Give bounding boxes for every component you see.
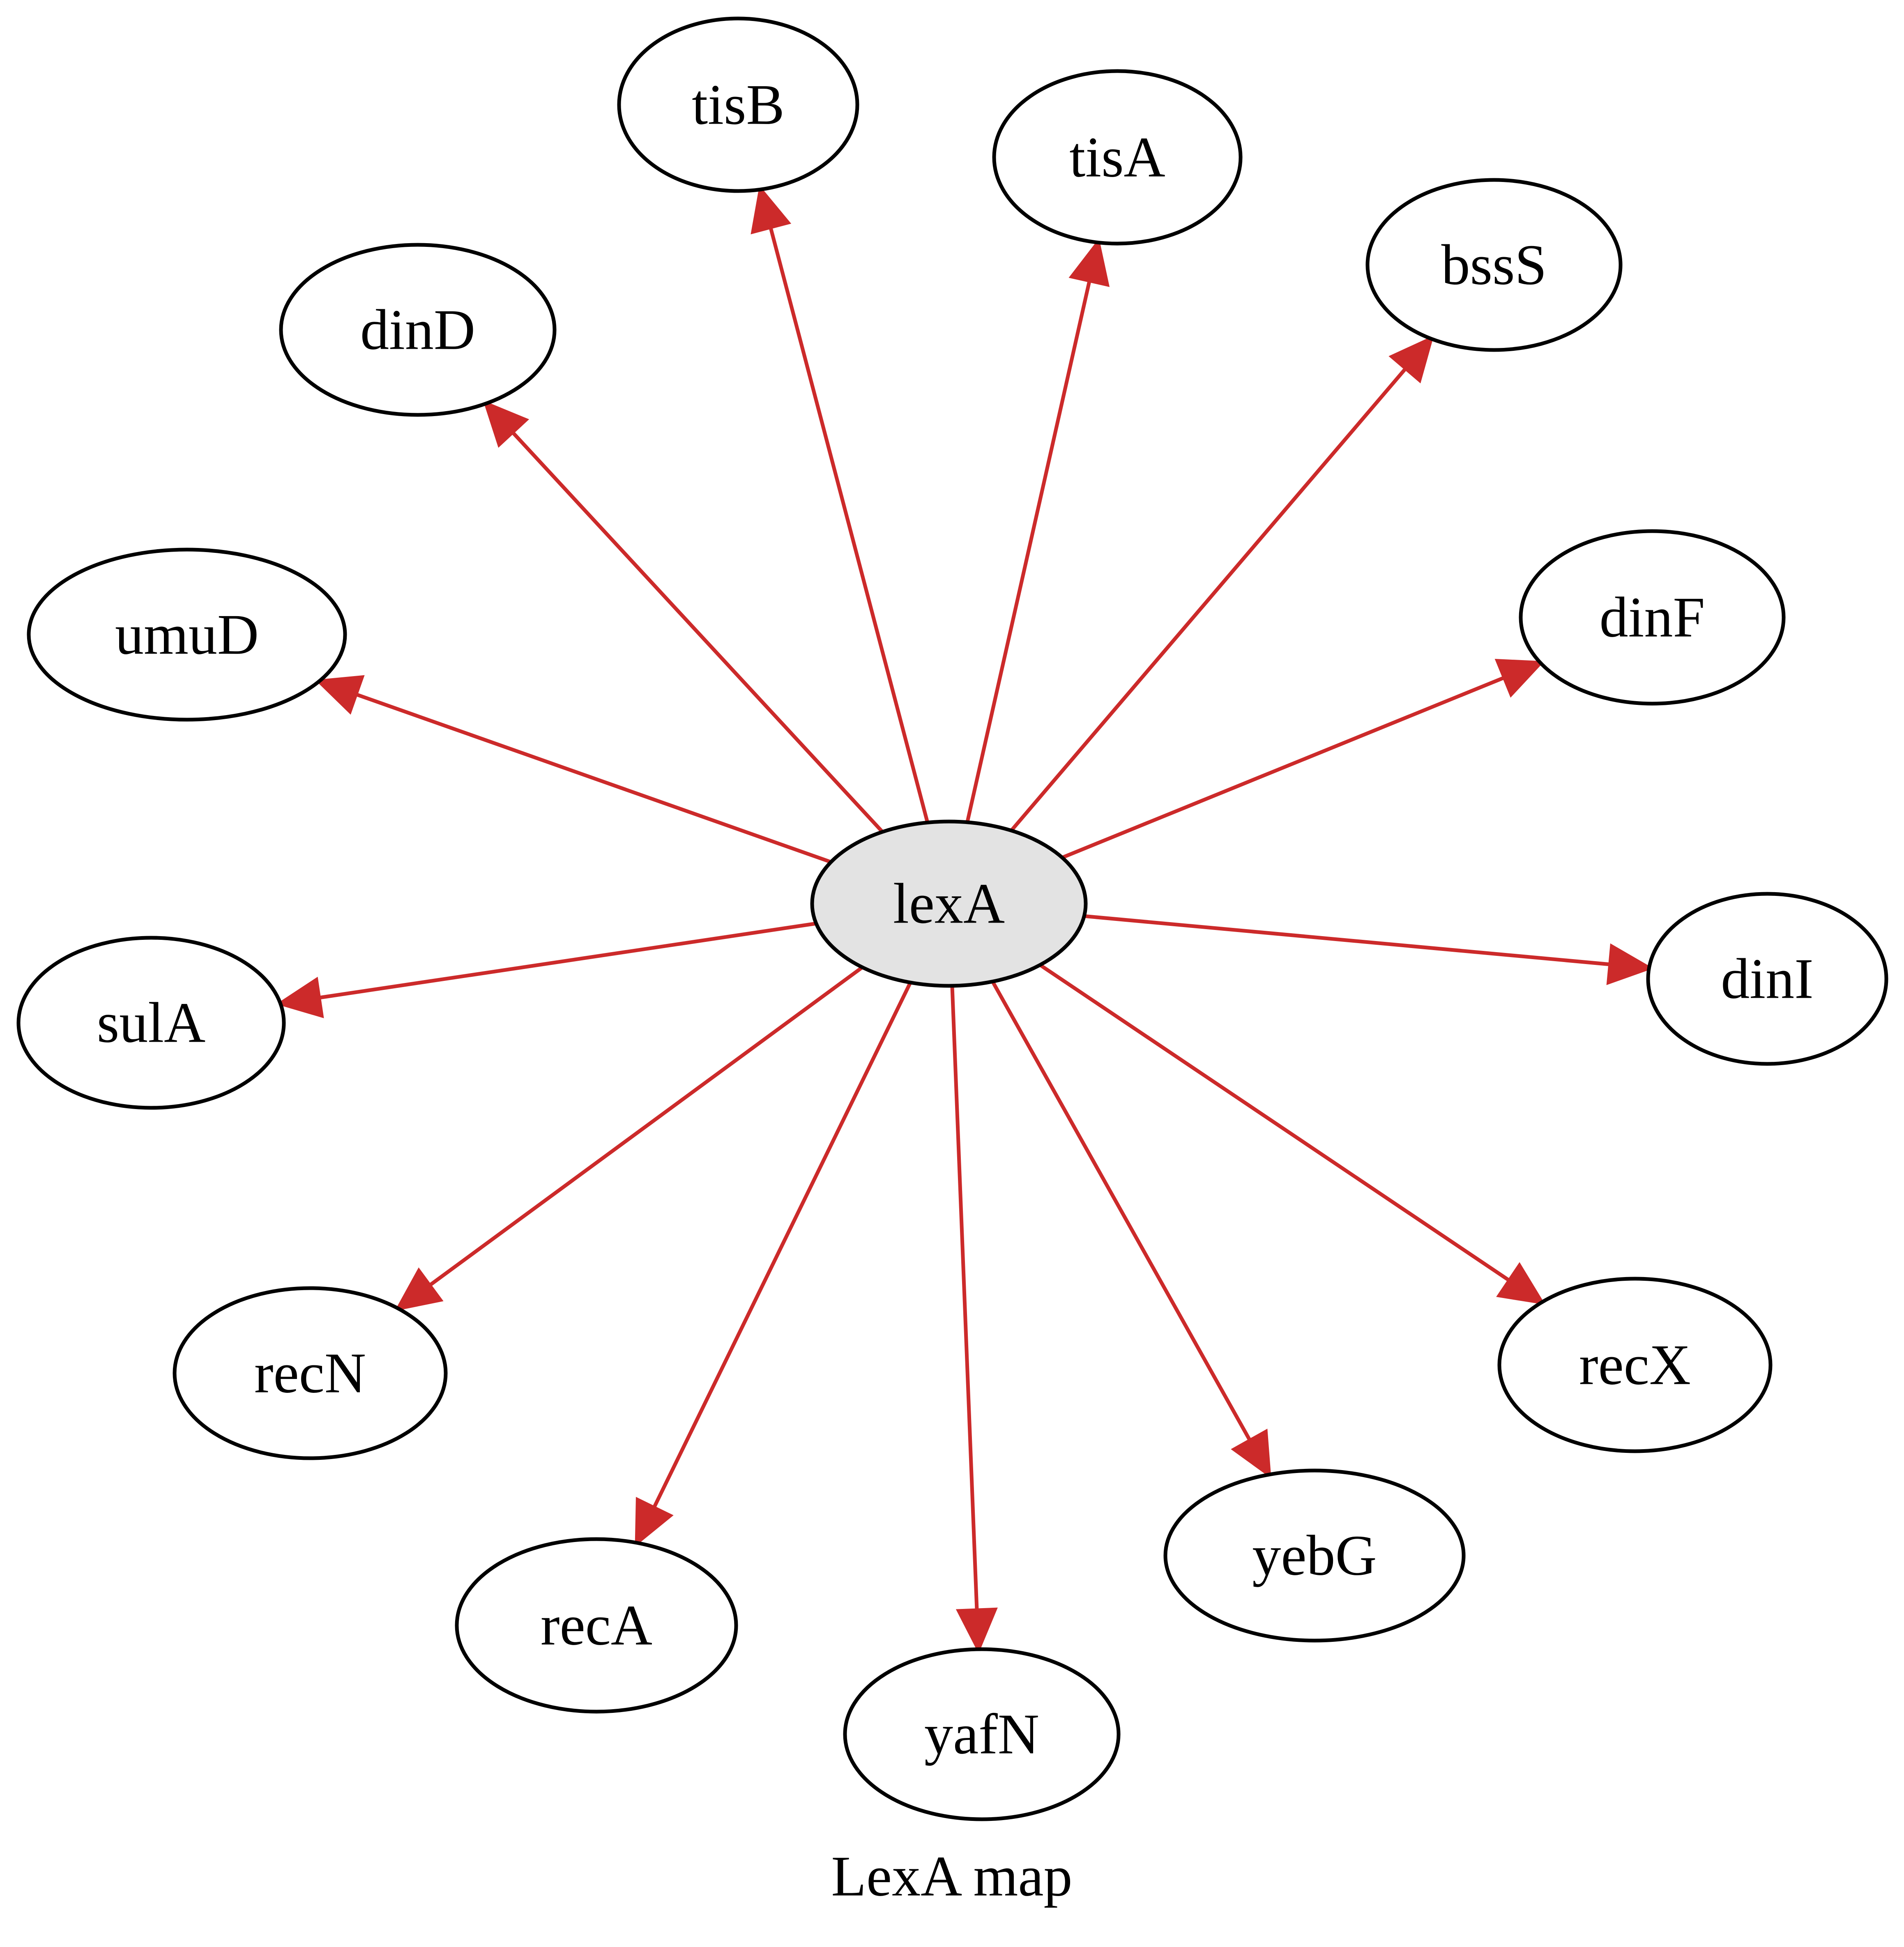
node-dinD: dinD bbox=[279, 243, 557, 417]
edge-arrowhead bbox=[1606, 943, 1654, 985]
node-label: umuD bbox=[115, 603, 259, 667]
edge-lexA-umuD bbox=[315, 675, 832, 864]
node-recX: recX bbox=[1497, 1277, 1773, 1453]
node-label: sulA bbox=[97, 991, 205, 1055]
edge-line bbox=[1010, 367, 1407, 832]
node-label: dinF bbox=[1600, 586, 1705, 649]
edge-line bbox=[991, 980, 1252, 1442]
node-tisB: tisB bbox=[617, 16, 859, 193]
node-label: yebG bbox=[1252, 1524, 1377, 1588]
node-ellipse bbox=[810, 819, 1088, 988]
edge-lexA-recA bbox=[635, 981, 912, 1547]
node-ellipse bbox=[1497, 1277, 1773, 1453]
node-label: lexA bbox=[893, 872, 1005, 936]
node-ellipse bbox=[992, 69, 1243, 246]
node-label: recA bbox=[541, 1594, 652, 1657]
edges-layer bbox=[276, 185, 1654, 1654]
edge-lexA-recN bbox=[394, 966, 863, 1311]
node-ellipse bbox=[1519, 529, 1786, 706]
node-ellipse bbox=[16, 936, 286, 1110]
edge-arrowhead bbox=[1494, 658, 1545, 698]
node-ellipse bbox=[617, 16, 859, 193]
edge-arrowhead bbox=[635, 1497, 674, 1547]
edge-arrowhead bbox=[1231, 1429, 1271, 1479]
node-ellipse bbox=[27, 548, 347, 722]
node-ellipse bbox=[455, 1537, 738, 1714]
edge-lexA-tisB bbox=[751, 185, 930, 823]
node-lexA: lexA bbox=[810, 819, 1088, 988]
edge-line bbox=[318, 921, 817, 1000]
edge-arrowhead bbox=[1496, 1262, 1546, 1305]
edge-lexA-dinF bbox=[1061, 658, 1545, 859]
node-dinF: dinF bbox=[1519, 529, 1786, 706]
node-label: tisB bbox=[692, 73, 785, 137]
node-label: recX bbox=[1579, 1333, 1691, 1397]
edge-lexA-tisA bbox=[965, 238, 1110, 823]
edge-lexA-dinI bbox=[1084, 914, 1654, 985]
node-bssS: bssS bbox=[1365, 178, 1623, 352]
edge-line bbox=[965, 280, 1091, 823]
node-umuD: umuD bbox=[27, 548, 347, 722]
node-ellipse bbox=[1365, 178, 1623, 352]
node-ellipse bbox=[173, 1286, 448, 1460]
edge-lexA-bssS bbox=[1010, 335, 1434, 832]
node-recN: recN bbox=[173, 1286, 448, 1460]
edge-line bbox=[652, 981, 912, 1509]
edge-lexA-yebG bbox=[991, 980, 1271, 1479]
node-ellipse bbox=[279, 243, 557, 417]
edge-arrowhead bbox=[751, 185, 792, 235]
edge-lexA-dinD bbox=[483, 400, 884, 833]
edge-line bbox=[950, 985, 979, 1611]
node-label: dinI bbox=[1721, 947, 1814, 1011]
node-yafN: yafN bbox=[843, 1647, 1121, 1821]
edge-arrowhead bbox=[394, 1267, 444, 1311]
edge-line bbox=[511, 431, 884, 833]
node-sulA: sulA bbox=[16, 936, 286, 1110]
node-label: bssS bbox=[1441, 233, 1547, 297]
edge-line bbox=[428, 966, 863, 1287]
edge-lexA-yafN bbox=[950, 985, 998, 1654]
node-dinI: dinI bbox=[1646, 892, 1888, 1066]
node-yebG: yebG bbox=[1163, 1468, 1466, 1643]
edge-arrowhead bbox=[276, 976, 324, 1018]
edge-line bbox=[355, 693, 832, 864]
edge-line bbox=[1061, 676, 1505, 859]
edge-lexA-sulA bbox=[276, 921, 817, 1018]
edge-lexA-recX bbox=[1039, 963, 1546, 1305]
edge-line bbox=[769, 226, 930, 823]
edge-line bbox=[1084, 914, 1611, 967]
node-label: recN bbox=[254, 1342, 366, 1405]
edge-arrowhead bbox=[1068, 238, 1110, 287]
node-ellipse bbox=[1646, 892, 1888, 1066]
node-label: tisA bbox=[1069, 126, 1165, 189]
node-label: dinD bbox=[360, 298, 475, 362]
edge-arrowhead bbox=[1388, 335, 1434, 384]
edge-arrowhead bbox=[483, 400, 530, 448]
node-ellipse bbox=[1163, 1468, 1466, 1643]
edge-line bbox=[1039, 963, 1510, 1282]
edge-arrowhead bbox=[955, 1607, 998, 1654]
node-label: yafN bbox=[924, 1703, 1039, 1766]
edge-arrowhead bbox=[315, 675, 365, 715]
nodes-layer: tisB tisA bssS dinD dinF umuD dinI sulA recN recX… bbox=[16, 16, 1888, 1821]
node-recA: recA bbox=[455, 1537, 738, 1714]
node-ellipse bbox=[843, 1647, 1121, 1821]
node-tisA: tisA bbox=[992, 69, 1243, 246]
diagram-caption: LexA map bbox=[831, 1845, 1072, 1908]
